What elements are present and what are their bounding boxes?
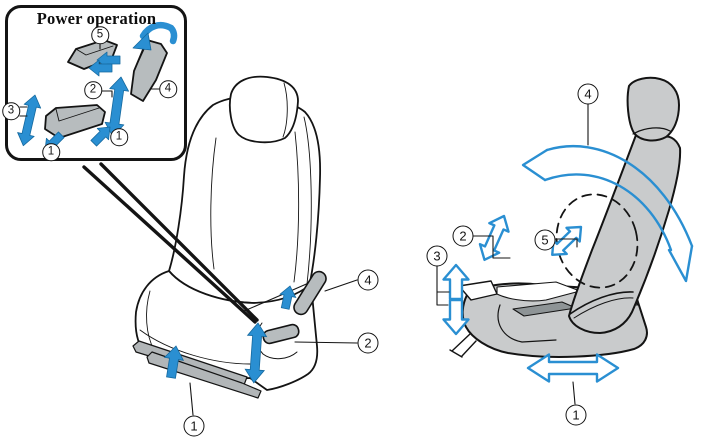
callout-pointer <box>82 162 259 324</box>
slide-double-arrow-icon <box>526 353 620 383</box>
up-arrow-icon <box>442 263 470 301</box>
slide-switch <box>44 104 106 139</box>
side-seat-label-1: 1 <box>565 404 587 426</box>
side-seat-illustration <box>436 76 694 405</box>
seat-rail <box>132 340 248 386</box>
front-seat-label-4: 4 <box>357 269 379 291</box>
front-seat-headrest <box>228 75 299 144</box>
callout-label-2: 2 <box>84 81 102 99</box>
recline-switch <box>130 39 168 102</box>
diagonal-double-arrow-icon <box>473 210 515 266</box>
power-operation-switches <box>14 22 178 158</box>
side-seat-label-3: 3 <box>426 245 448 267</box>
side-seat-label-5: 5 <box>534 229 556 251</box>
front-seat-recline-switch <box>293 270 327 316</box>
recline-curved-arrow-icon <box>521 145 694 283</box>
lumbar-dashed-circle <box>555 193 639 289</box>
callout-label-1: 1 <box>110 128 128 146</box>
front-seat-label-1: 1 <box>183 415 205 437</box>
side-seat-label-2: 2 <box>452 225 474 247</box>
callout-label-5: 5 <box>91 26 109 44</box>
callout-label-3: 3 <box>2 102 20 120</box>
curved-arrow-icon <box>132 22 178 51</box>
side-seat-headrest <box>626 76 680 142</box>
front-seat-label-2: 2 <box>357 332 379 354</box>
front-seat-slide-switch <box>262 323 300 345</box>
side-seat-backrest <box>568 134 682 334</box>
callout-label-4: 4 <box>159 80 177 98</box>
power-operation-callout <box>5 5 187 161</box>
side-seat-label-4: 4 <box>577 83 599 105</box>
callout-label-1: 1 <box>42 143 60 161</box>
callout-title: Power operation <box>36 9 157 28</box>
